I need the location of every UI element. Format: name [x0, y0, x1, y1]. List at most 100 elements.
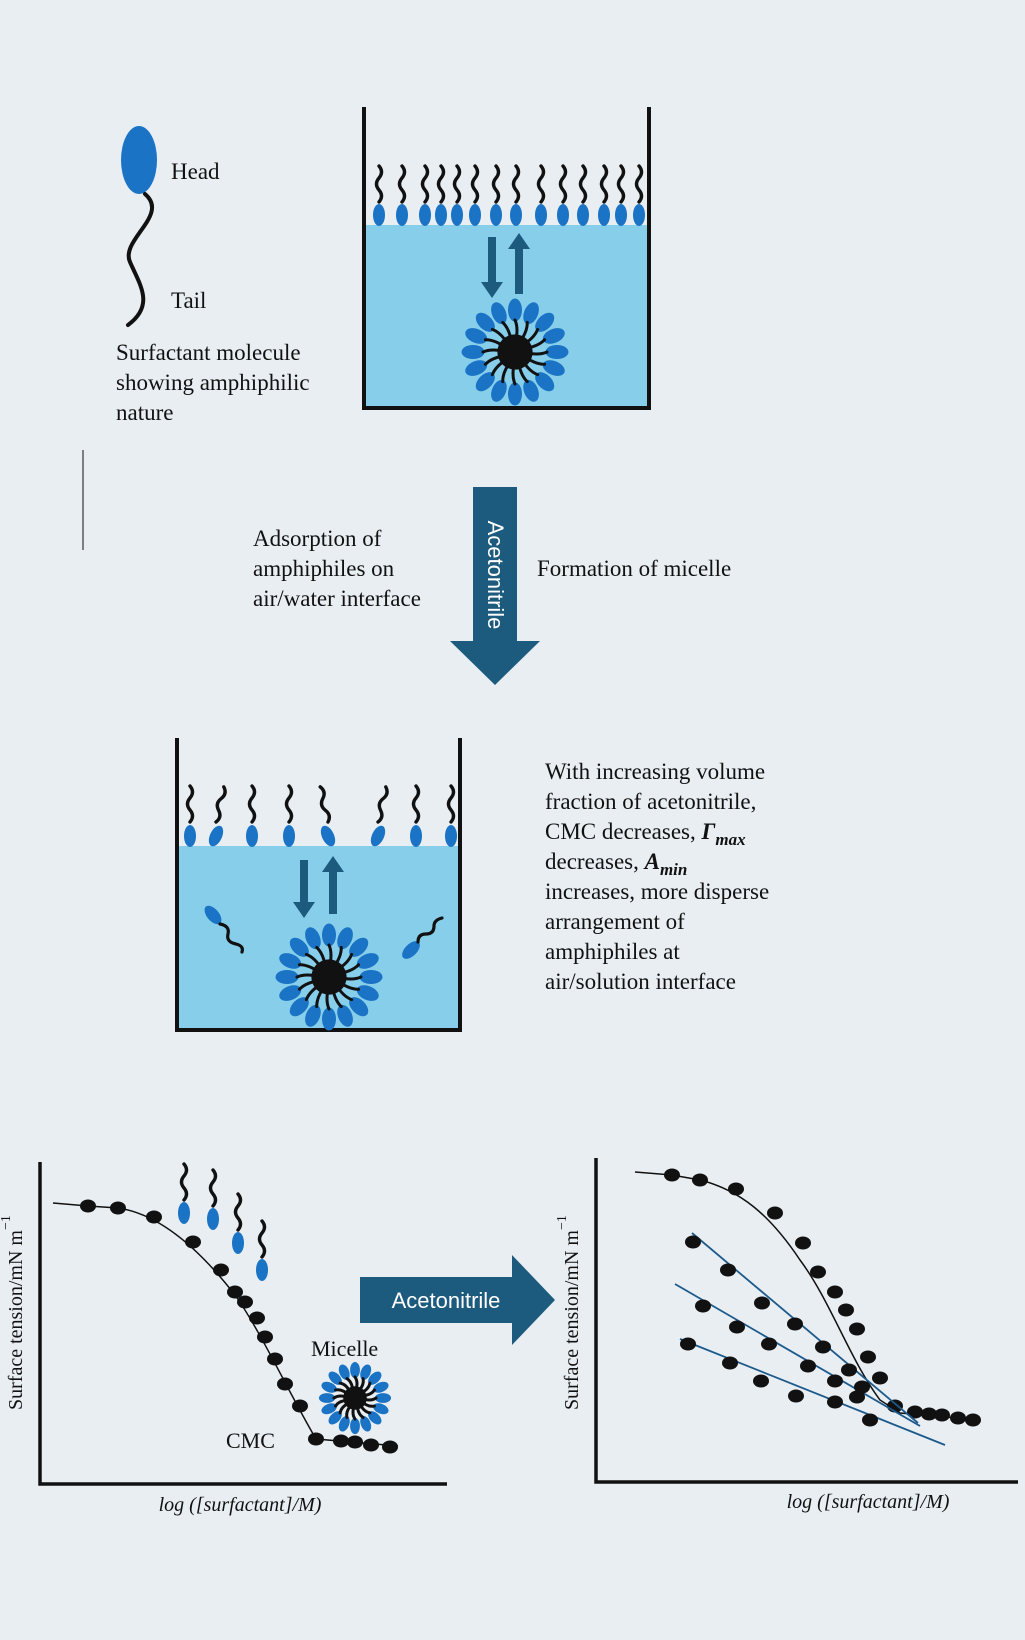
micelle-head: [373, 1381, 389, 1393]
interface-head: [208, 825, 224, 847]
interface-tail: [247, 784, 257, 824]
micelle-head: [356, 985, 379, 1001]
micelle-head: [360, 1364, 372, 1380]
interface-tail: [446, 784, 456, 824]
micelle-head: [275, 970, 299, 984]
chart-right-point: [849, 1390, 865, 1404]
interface-head: [535, 204, 547, 226]
chart-left-point: [213, 1263, 229, 1277]
interface-tail: [284, 784, 294, 824]
molecule-caption-2: showing amphiphilic: [116, 370, 310, 395]
chart-right-point: [950, 1411, 966, 1425]
chart-right: Surface tension/mN m−1 log ([surfactant]/…: [555, 1158, 1018, 1513]
interface-tail: [578, 164, 588, 204]
micelle-beaker-2: [275, 923, 383, 1031]
equilibrium-arrow-up: [508, 233, 530, 294]
adsorption-text-2: amphiphiles on: [253, 556, 395, 581]
interface-head: [510, 204, 522, 226]
micelle-core: [343, 1386, 367, 1410]
micelle-head: [359, 970, 383, 984]
interface-tail: [318, 785, 332, 824]
gamma-sub: max: [715, 829, 746, 849]
chart-left-point: [333, 1434, 349, 1448]
micelle-head: [508, 298, 522, 322]
chart-right-point: [854, 1380, 870, 1394]
chart-left-surfactant-tail: [208, 1168, 218, 1208]
chart-left-ylabel-sup: −1: [0, 1215, 14, 1230]
interface-head: [410, 825, 422, 847]
chart-right-point: [965, 1413, 981, 1427]
micelle-head: [523, 379, 539, 402]
interface-tail: [420, 164, 430, 204]
gamma-symbol: Γ: [701, 819, 716, 844]
micelle-head: [523, 302, 539, 325]
micelle-head: [289, 997, 309, 1017]
chart-left: CMC Micelle Surface tension/mN m−1 log ([su…: [0, 1162, 447, 1516]
chart-right-xlabel: log ([surfactant]/M): [787, 1491, 950, 1513]
interface-head: [184, 825, 196, 847]
chart-right-point: [695, 1299, 711, 1313]
interface-tail: [185, 784, 195, 824]
micelle-head: [475, 312, 495, 332]
interface-tail: [599, 164, 609, 204]
fit-line-1: [691, 1232, 919, 1424]
chart-left-point: [347, 1435, 363, 1449]
micelle-head: [491, 302, 507, 325]
chart-right-point: [800, 1359, 816, 1373]
micelle-core: [497, 334, 533, 370]
cmc-label: CMC: [226, 1428, 275, 1453]
micelle-head: [322, 923, 336, 947]
chart-right-point: [849, 1322, 865, 1336]
chart-right-point: [729, 1320, 745, 1334]
micelle-head: [321, 1403, 337, 1415]
micelle-head: [360, 1416, 372, 1432]
chart-arrow-label: Acetonitrile: [392, 1288, 501, 1313]
effect-line-1: With increasing volume: [545, 759, 766, 784]
micelle-head: [328, 1371, 342, 1385]
micelle-label: Micelle: [311, 1336, 378, 1361]
interface-tail: [411, 784, 421, 824]
chart-left-surfactant-tail: [257, 1219, 267, 1259]
chart-left-curve: [52, 1202, 399, 1447]
chart-right-point: [722, 1356, 738, 1370]
micelle-head: [491, 379, 507, 402]
chart-left-ylabel: Surface tension/mN m: [5, 1230, 27, 1410]
a-symbol: A: [644, 849, 660, 874]
chart-right-point: [728, 1182, 744, 1196]
micelle-head: [318, 1393, 336, 1403]
fit-line-2: [674, 1283, 921, 1427]
chart-left-point: [249, 1311, 265, 1325]
adsorption-text-1: Adsorption of: [253, 526, 382, 551]
chart-right-ylabel: Surface tension/mN m: [561, 1230, 583, 1410]
chart-left-micelle: [318, 1361, 392, 1435]
chart-right-point: [692, 1173, 708, 1187]
chart-left-point: [237, 1295, 253, 1309]
micelle-head: [350, 1361, 360, 1379]
interface-head: [633, 204, 645, 226]
chart-left-xlabel: log ([surfactant]/M): [159, 1494, 322, 1516]
adsorption-text-3: air/water interface: [253, 586, 421, 611]
interface-head: [419, 204, 431, 226]
equilibrium-arrow-down-2: [293, 860, 315, 918]
micelle-head: [337, 927, 353, 950]
free-surfactant-head: [204, 905, 222, 925]
chart-right-point: [795, 1236, 811, 1250]
micelle-head: [535, 312, 555, 332]
interface-head: [598, 204, 610, 226]
chart-right-point: [767, 1206, 783, 1220]
interface-tail: [558, 164, 568, 204]
chart-right-point: [685, 1235, 701, 1249]
tail-label: Tail: [171, 288, 207, 313]
beaker-1-walls: [362, 107, 651, 410]
chart-left-point: [257, 1330, 273, 1344]
micelle-head: [279, 953, 302, 969]
micelle-head: [545, 345, 569, 359]
chart-left-point: [110, 1201, 126, 1215]
chart-left-surfactant-head: [232, 1232, 244, 1254]
interface-head: [370, 825, 386, 847]
interface-head: [615, 204, 627, 226]
effect-line-8: air/solution interface: [545, 969, 736, 994]
chart-right-ylabel-sup: −1: [555, 1215, 570, 1230]
chart-right-point: [664, 1168, 680, 1182]
interface-head: [396, 204, 408, 226]
